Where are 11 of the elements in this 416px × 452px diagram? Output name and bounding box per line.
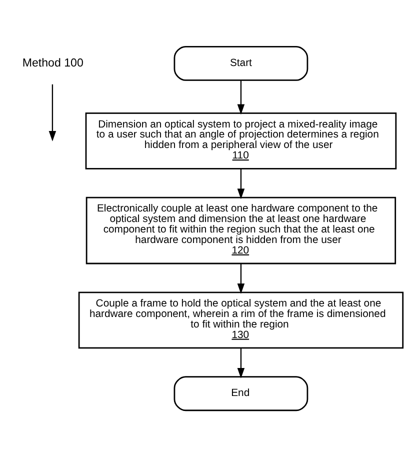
- arrow: [237, 348, 245, 378]
- node-box: Start: [174, 45, 308, 80]
- node-text: Method 100: [22, 56, 84, 69]
- arrow: [48, 84, 56, 141]
- node-box: End: [174, 376, 308, 411]
- node-box: Dimension an optical system to project a mixed-reality image to a user such that an angle of projection determines a region hidden from a peripheral view of the user 110: [85, 112, 397, 169]
- arrow: [237, 168, 245, 199]
- node-box: Couple a frame to hold the optical system and the at least one hardware component, wherein a rim of the frame is dimensioned to fit within the region 130: [78, 291, 404, 348]
- node-box: Electronically couple at least one hardware component to the optical system and dimension the at least one hardware component to fit within the region such that the at least one hardware component is hidden from the user 120: [86, 196, 396, 264]
- arrow: [237, 80, 245, 114]
- arrow: [237, 263, 245, 294]
